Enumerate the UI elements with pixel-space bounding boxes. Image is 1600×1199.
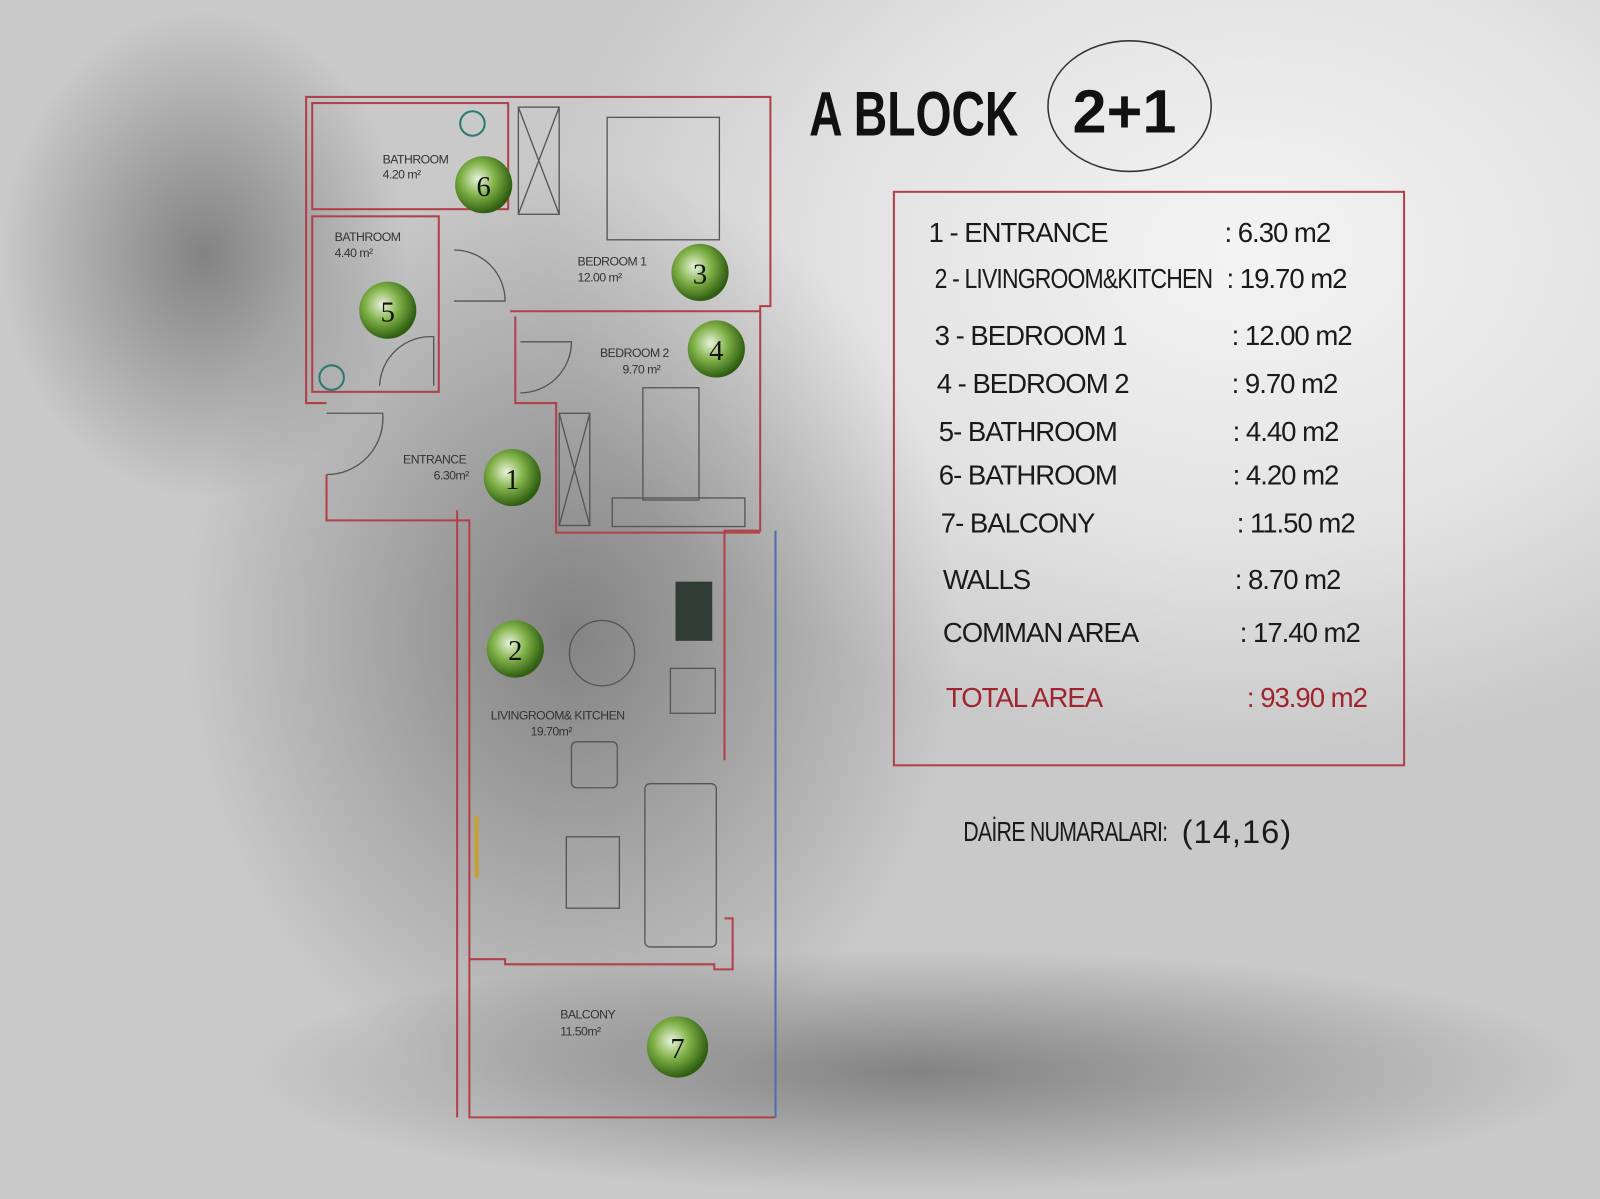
- apartments-label: DAİRE NUMARALARI:: [963, 816, 1167, 847]
- svg-text:4: 4: [709, 336, 723, 367]
- block-title: A BLOCK: [809, 80, 1018, 150]
- room-name: BATHROOM: [383, 152, 449, 166]
- badge-7: 7: [646, 1016, 709, 1078]
- room-area: 4.40 m²: [335, 246, 373, 260]
- legend-label: 3 - BEDROOM 1: [935, 320, 1127, 351]
- room-badges: 1 2 3 4 5 6 7: [359, 156, 745, 1078]
- apartments-value: (14,16): [1182, 813, 1293, 850]
- total-label: TOTAL AREA: [946, 682, 1104, 713]
- room-name: BEDROOM 2: [600, 346, 670, 360]
- legend-label: 7- BALCONY: [941, 508, 1095, 539]
- badge-1: 1: [483, 448, 541, 507]
- svg-text:2: 2: [508, 636, 522, 667]
- svg-text:3: 3: [693, 260, 707, 291]
- legend-label: 6- BATHROOM: [939, 460, 1117, 491]
- legend-value: : 4.20 m2: [1233, 460, 1339, 491]
- type-ellipse: [1047, 40, 1212, 173]
- legend-label: WALLS: [943, 564, 1031, 595]
- svg-text:1: 1: [505, 465, 519, 496]
- room-area: 11.50m²: [560, 1025, 601, 1039]
- svg-text:7: 7: [670, 1034, 684, 1065]
- room-labels: BATHROOM 4.20 m² BATHROOM 4.40 m² BEDROO…: [335, 152, 670, 1038]
- badge-4: 4: [687, 320, 745, 378]
- legend-value: : 19.70 m2: [1227, 263, 1347, 294]
- badge-3: 3: [671, 243, 729, 302]
- shadow: [183, 163, 960, 1103]
- area-legend: 1 - ENTRANCE : 6.30 m2 2 - LIVINGROOM&KITC…: [929, 217, 1361, 648]
- legend-label: 4 - BEDROOM 2: [937, 368, 1129, 399]
- svg-text:5: 5: [381, 297, 395, 328]
- legend-label: 2 - LIVINGROOM&KITCHEN: [935, 263, 1213, 294]
- legend-value: : 6.30 m2: [1224, 217, 1330, 248]
- svg-text:6: 6: [477, 172, 491, 203]
- area-table: [892, 190, 1406, 767]
- legend-value: : 4.40 m2: [1233, 416, 1339, 447]
- badge-5: 5: [359, 281, 417, 339]
- walls: [305, 95, 777, 1119]
- room-area: 9.70 m²: [622, 362, 660, 376]
- legend-label: COMMAN AREA: [943, 617, 1140, 648]
- room-name: BALCONY: [560, 1007, 615, 1021]
- room-name: BEDROOM 1: [578, 254, 648, 268]
- legend-value: : 9.70 m2: [1232, 368, 1338, 399]
- total-value: : 93.90 m2: [1247, 682, 1367, 713]
- shadow: [244, 948, 1592, 1194]
- room-area: 19.70m²: [531, 725, 573, 739]
- room-area: 6.30m²: [434, 469, 469, 483]
- legend-value: : 17.40 m2: [1240, 617, 1360, 648]
- room-area: 12.00 m²: [578, 271, 623, 285]
- room-name: ENTRANCE: [403, 452, 467, 466]
- room-name: BATHROOM: [335, 230, 401, 244]
- badge-6: 6: [455, 156, 513, 214]
- legend-value: : 12.00 m2: [1232, 320, 1352, 351]
- legend-label: 1 - ENTRANCE: [929, 217, 1109, 248]
- unit-type: 2+1: [1073, 78, 1177, 146]
- room-name: LIVINGROOM& KITCHEN: [491, 708, 625, 722]
- legend-value: : 8.70 m2: [1235, 564, 1341, 595]
- badge-2: 2: [486, 620, 544, 678]
- legend-label: 5- BATHROOM: [939, 416, 1117, 447]
- legend-value: : 11.50 m2: [1237, 508, 1355, 539]
- room-area: 4.20 m²: [383, 168, 421, 182]
